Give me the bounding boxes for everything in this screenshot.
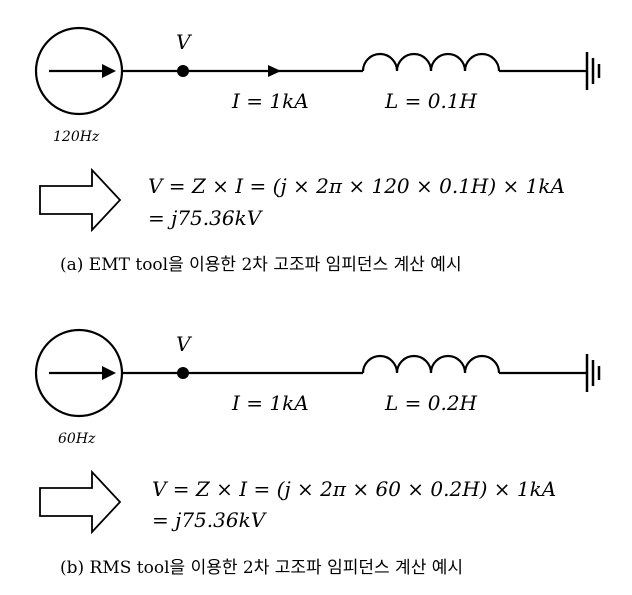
inductor-label-a: L = 0.1H: [384, 89, 478, 113]
current-label-a: I = 1kA: [231, 89, 309, 113]
node-dot-a: [177, 65, 189, 77]
circuit-b: [34, 328, 601, 418]
caption-b: (b) RMS tool을 이용한 2차 고조파 임피던스 계산 예시: [60, 558, 463, 578]
node-dot-b: [177, 367, 189, 379]
node-label-b: V: [176, 332, 193, 356]
current-label-b: I = 1kA: [231, 391, 309, 415]
node-label-a: V: [176, 30, 193, 54]
equation-line1-a: V = Z × I = (j × 2π × 120 × 0.1H) × 1kA: [148, 174, 565, 198]
circuit-a: [34, 26, 601, 116]
caption-a: (a) EMT tool을 이용한 2차 고조파 임피던스 계산 예시: [60, 255, 462, 275]
equation-line1-b: V = Z × I = (j × 2π × 60 × 0.2H) × 1kA: [152, 477, 556, 501]
source-freq-a: 120Hz: [53, 129, 100, 145]
current-arrow-a: [268, 65, 281, 77]
source-arrow-a: [49, 64, 116, 78]
inductor-b: [361, 354, 501, 374]
inductor-a: [361, 52, 501, 72]
source-freq-b: 60Hz: [58, 431, 96, 447]
result-arrow-a: [39, 167, 122, 233]
equation-line2-a: = j75.36kV: [148, 206, 264, 230]
inductor-label-b: L = 0.2H: [384, 391, 478, 415]
ground-a: [585, 52, 601, 90]
result-arrow-b: [39, 469, 122, 535]
equation-line2-b: = j75.36kV: [152, 508, 268, 532]
ground-b: [585, 354, 601, 392]
source-arrow-b: [49, 366, 116, 380]
